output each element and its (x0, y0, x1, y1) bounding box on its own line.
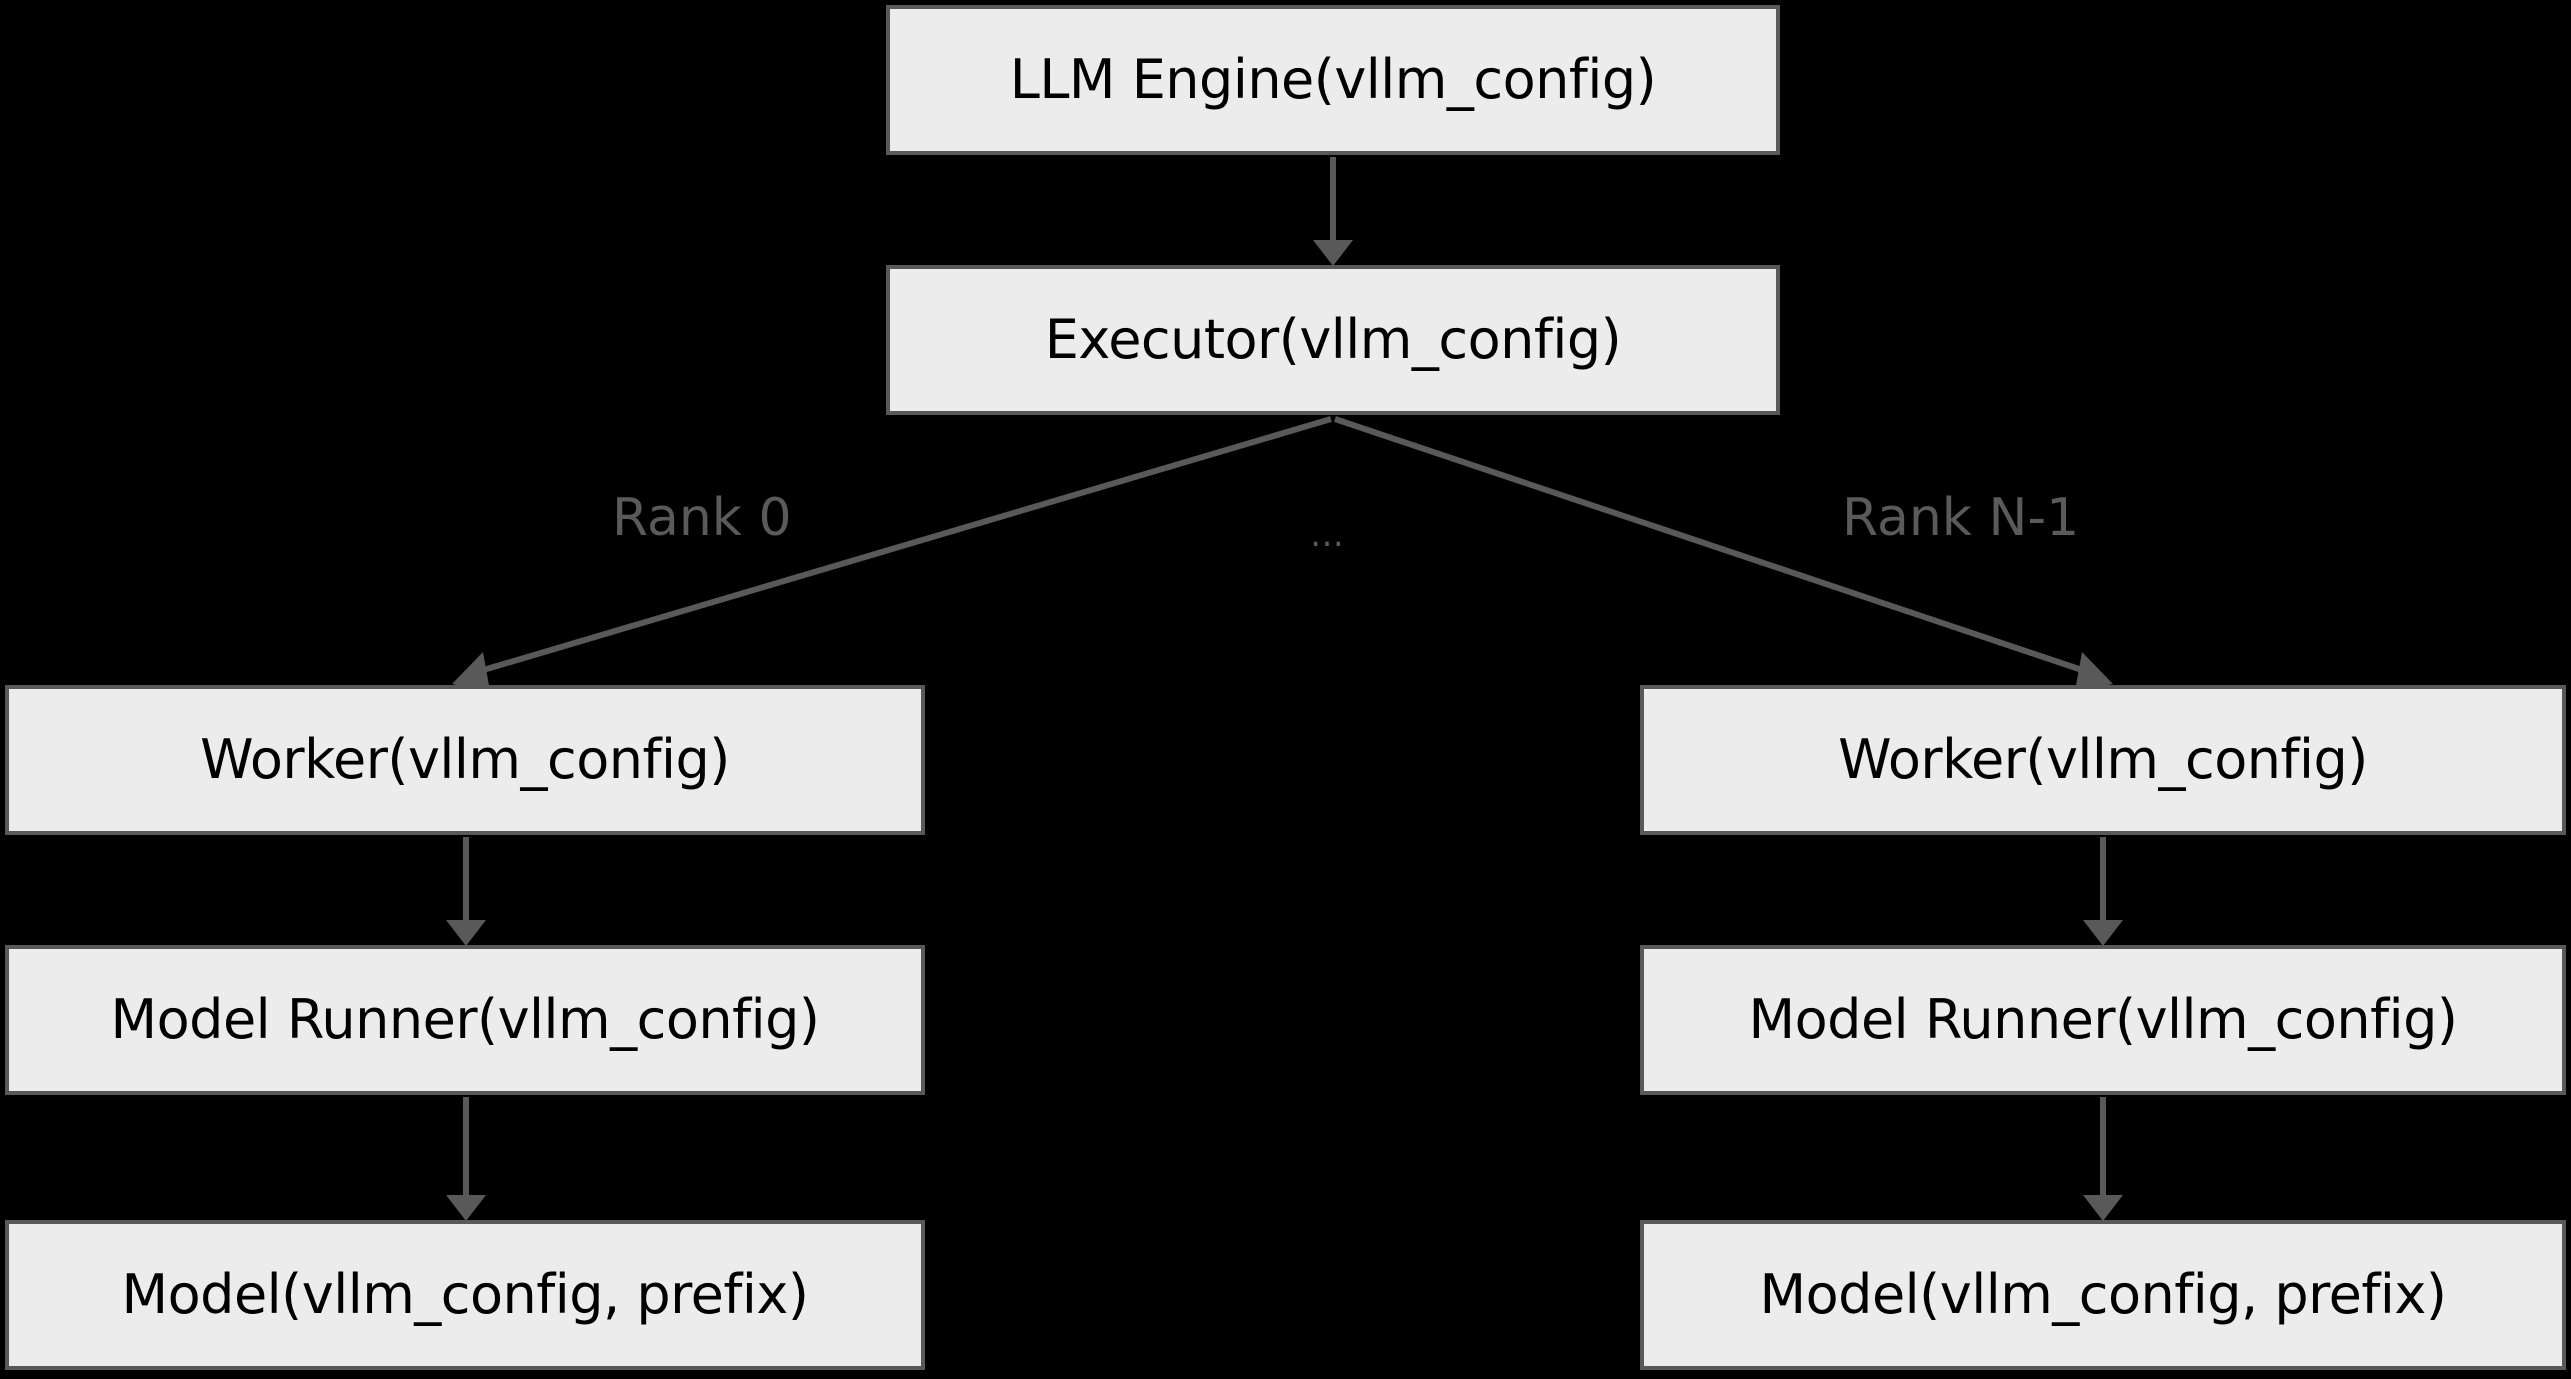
node-model-rank0-label: Model(vllm_config, prefix) (121, 1263, 809, 1327)
edge-executor-to-worker-rank0 (452, 416, 1332, 691)
edge-runner-to-model-rank0 (446, 1097, 486, 1221)
edge-label-rank-0: Rank 0 (612, 488, 792, 548)
edge-worker-to-runner-rank0 (446, 837, 486, 946)
node-executor[interactable]: Executor(vllm_config) (886, 265, 1780, 415)
node-model-runner-rank0-label: Model Runner(vllm_config) (110, 988, 820, 1052)
node-model-rank-n-minus-1-label: Model(vllm_config, prefix) (1759, 1263, 2447, 1327)
node-worker-rank-n-minus-1-label: Worker(vllm_config) (1838, 728, 2368, 792)
node-worker-rank0[interactable]: Worker(vllm_config) (5, 685, 925, 835)
edge-worker-to-runner-rankn (2083, 837, 2123, 946)
node-model-rank-n-minus-1[interactable]: Model(vllm_config, prefix) (1640, 1220, 2566, 1370)
node-worker-rank0-label: Worker(vllm_config) (200, 728, 730, 792)
node-llm-engine[interactable]: LLM Engine(vllm_config) (886, 5, 1780, 155)
node-executor-label: Executor(vllm_config) (1044, 308, 1622, 372)
edge-runner-to-model-rankn (2083, 1097, 2123, 1221)
edge-label-ellipsis: … (1310, 515, 1344, 555)
node-model-runner-rank-n-minus-1[interactable]: Model Runner(vllm_config) (1640, 945, 2566, 1095)
edge-executor-to-worker-rankn (1334, 416, 2113, 691)
edge-llm-engine-to-executor (1313, 157, 1353, 266)
node-worker-rank-n-minus-1[interactable]: Worker(vllm_config) (1640, 685, 2566, 835)
edge-label-rank-n-minus-1: Rank N-1 (1842, 488, 2080, 548)
node-model-runner-rank-n-minus-1-label: Model Runner(vllm_config) (1748, 988, 2458, 1052)
node-llm-engine-label: LLM Engine(vllm_config) (1009, 48, 1657, 112)
node-model-runner-rank0[interactable]: Model Runner(vllm_config) (5, 945, 925, 1095)
node-model-rank0[interactable]: Model(vllm_config, prefix) (5, 1220, 925, 1370)
